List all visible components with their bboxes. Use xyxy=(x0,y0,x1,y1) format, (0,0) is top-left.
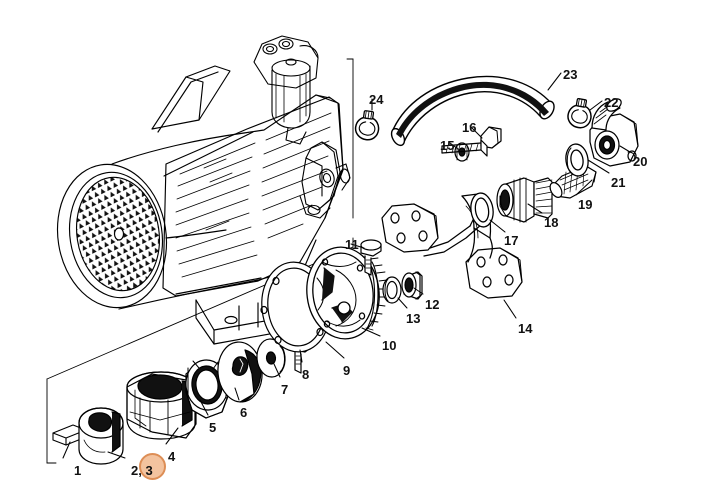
callout-seal-ring[interactable]: 21 xyxy=(611,175,626,190)
part-11-bolt xyxy=(360,239,382,276)
callout-lock-nut[interactable]: 5 xyxy=(209,420,217,435)
part-21-seal-ring xyxy=(565,143,589,177)
callout-coupling-half-and-set[interactable]: 2, 3 xyxy=(131,463,153,478)
part-6-large-washer xyxy=(217,341,263,403)
callout-flat-washer-small[interactable]: 7 xyxy=(281,382,289,397)
part-14-mounting-bracket xyxy=(381,193,523,299)
part-18-hose-fitting xyxy=(496,177,553,223)
callout-filter-screen[interactable]: 19 xyxy=(578,197,593,212)
callout-washer[interactable]: 15 xyxy=(440,138,455,153)
callout-bushing[interactable]: 12 xyxy=(425,297,440,312)
pump-valve-block xyxy=(299,141,351,219)
callout-hex-bolt[interactable]: 16 xyxy=(462,120,477,135)
assembly-group-frame xyxy=(46,58,354,464)
callout-bolt[interactable]: 11 xyxy=(345,237,359,252)
callout-hose-clamp[interactable]: 24 xyxy=(369,92,384,107)
callout-o-ring[interactable]: 17 xyxy=(504,233,519,248)
part-22-hose-clamp xyxy=(565,96,595,131)
part-23-suction-hose xyxy=(390,75,555,147)
callout-mounting-bracket[interactable]: 14 xyxy=(518,321,533,336)
callout-suction-hose[interactable]: 23 xyxy=(563,67,578,82)
part-20-elbow-fitting xyxy=(589,98,639,167)
callout-flat-washer-large[interactable]: 6 xyxy=(240,405,248,420)
part-10-pump-housing-cover xyxy=(306,246,388,340)
part-7-small-washer xyxy=(256,338,286,378)
pump-head-top xyxy=(253,35,319,145)
part-16-hex-bolt xyxy=(441,126,502,157)
part-24-hose-clamp xyxy=(353,108,382,142)
callout-hose-clamp[interactable]: 22 xyxy=(604,95,619,110)
callout-coupling-spider-housing[interactable]: 4 xyxy=(168,449,176,464)
callout-pump-housing-cover[interactable]: 10 xyxy=(382,338,397,353)
callout-hose-fitting-nipple[interactable]: 18 xyxy=(544,215,559,230)
callout-screw[interactable]: 8 xyxy=(302,367,310,382)
callout-leaders xyxy=(62,72,631,459)
part-17-o-ring xyxy=(470,192,494,228)
electric-motor xyxy=(56,65,344,345)
callout-gasket-ring[interactable]: 9 xyxy=(343,363,351,378)
callout-woodruff-key[interactable]: 1 xyxy=(74,463,82,478)
callout-elbow-fitting[interactable]: 20 xyxy=(633,154,648,169)
part-13-o-ring xyxy=(382,276,402,304)
callout-o-ring-small[interactable]: 13 xyxy=(406,311,421,326)
part-12-bushing xyxy=(401,271,423,300)
part-2-3-coupling-half xyxy=(78,407,124,465)
selection-highlight xyxy=(138,452,166,480)
